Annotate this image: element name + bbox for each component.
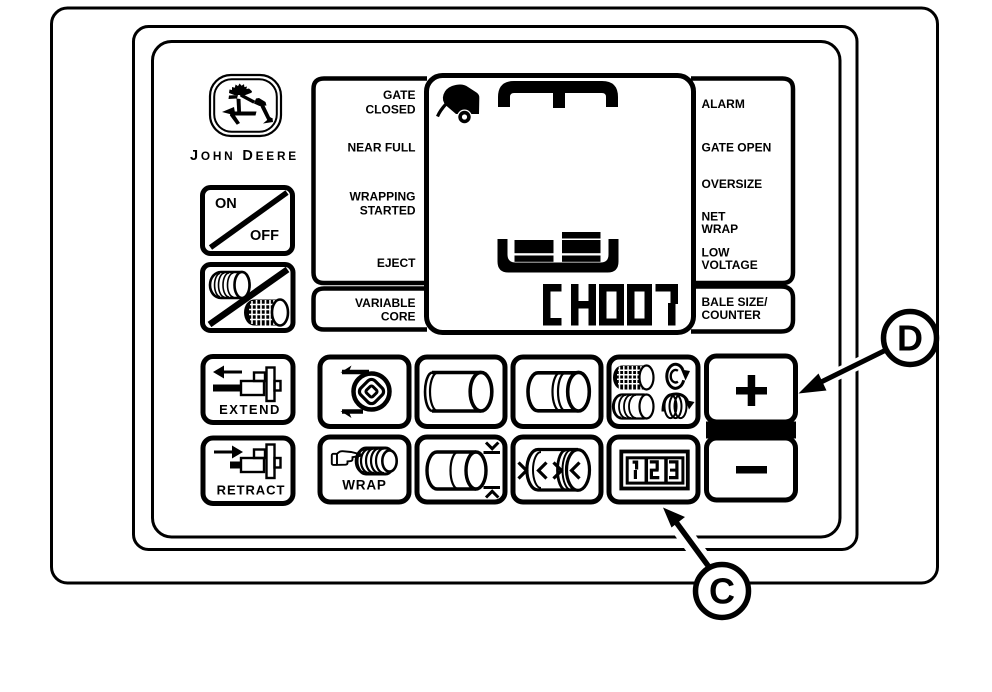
svg-text:NET: NET [702, 210, 727, 224]
svg-text:WRAPPING: WRAPPING [350, 190, 416, 204]
svg-text:C: C [709, 571, 735, 612]
svg-text:WRAP: WRAP [702, 222, 739, 236]
svg-text:JOHN DEERE: JOHN DEERE [190, 148, 299, 164]
svg-text:COUNTER: COUNTER [702, 308, 762, 322]
svg-text:ON: ON [215, 196, 237, 212]
svg-text:BALE SIZE/: BALE SIZE/ [702, 295, 769, 309]
svg-text:CORE: CORE [381, 310, 416, 324]
svg-text:ALARM: ALARM [702, 97, 745, 111]
svg-text:GATE: GATE [383, 88, 415, 102]
svg-text:CLOSED: CLOSED [365, 102, 415, 116]
svg-text:EXTEND: EXTEND [219, 402, 281, 417]
svg-text:D: D [897, 318, 923, 359]
svg-text:EJECT: EJECT [377, 256, 416, 270]
svg-text:LOW: LOW [702, 246, 731, 260]
svg-text:VOLTAGE: VOLTAGE [702, 258, 758, 272]
svg-text:STARTED: STARTED [360, 204, 416, 218]
svg-text:VARIABLE: VARIABLE [355, 296, 415, 310]
svg-text:OFF: OFF [250, 228, 279, 244]
svg-text:GATE OPEN: GATE OPEN [702, 141, 772, 155]
svg-text:RETRACT: RETRACT [217, 483, 286, 498]
svg-text:NEAR FULL: NEAR FULL [348, 141, 416, 155]
svg-text:OVERSIZE: OVERSIZE [702, 177, 763, 191]
svg-text:WRAP: WRAP [342, 478, 386, 493]
